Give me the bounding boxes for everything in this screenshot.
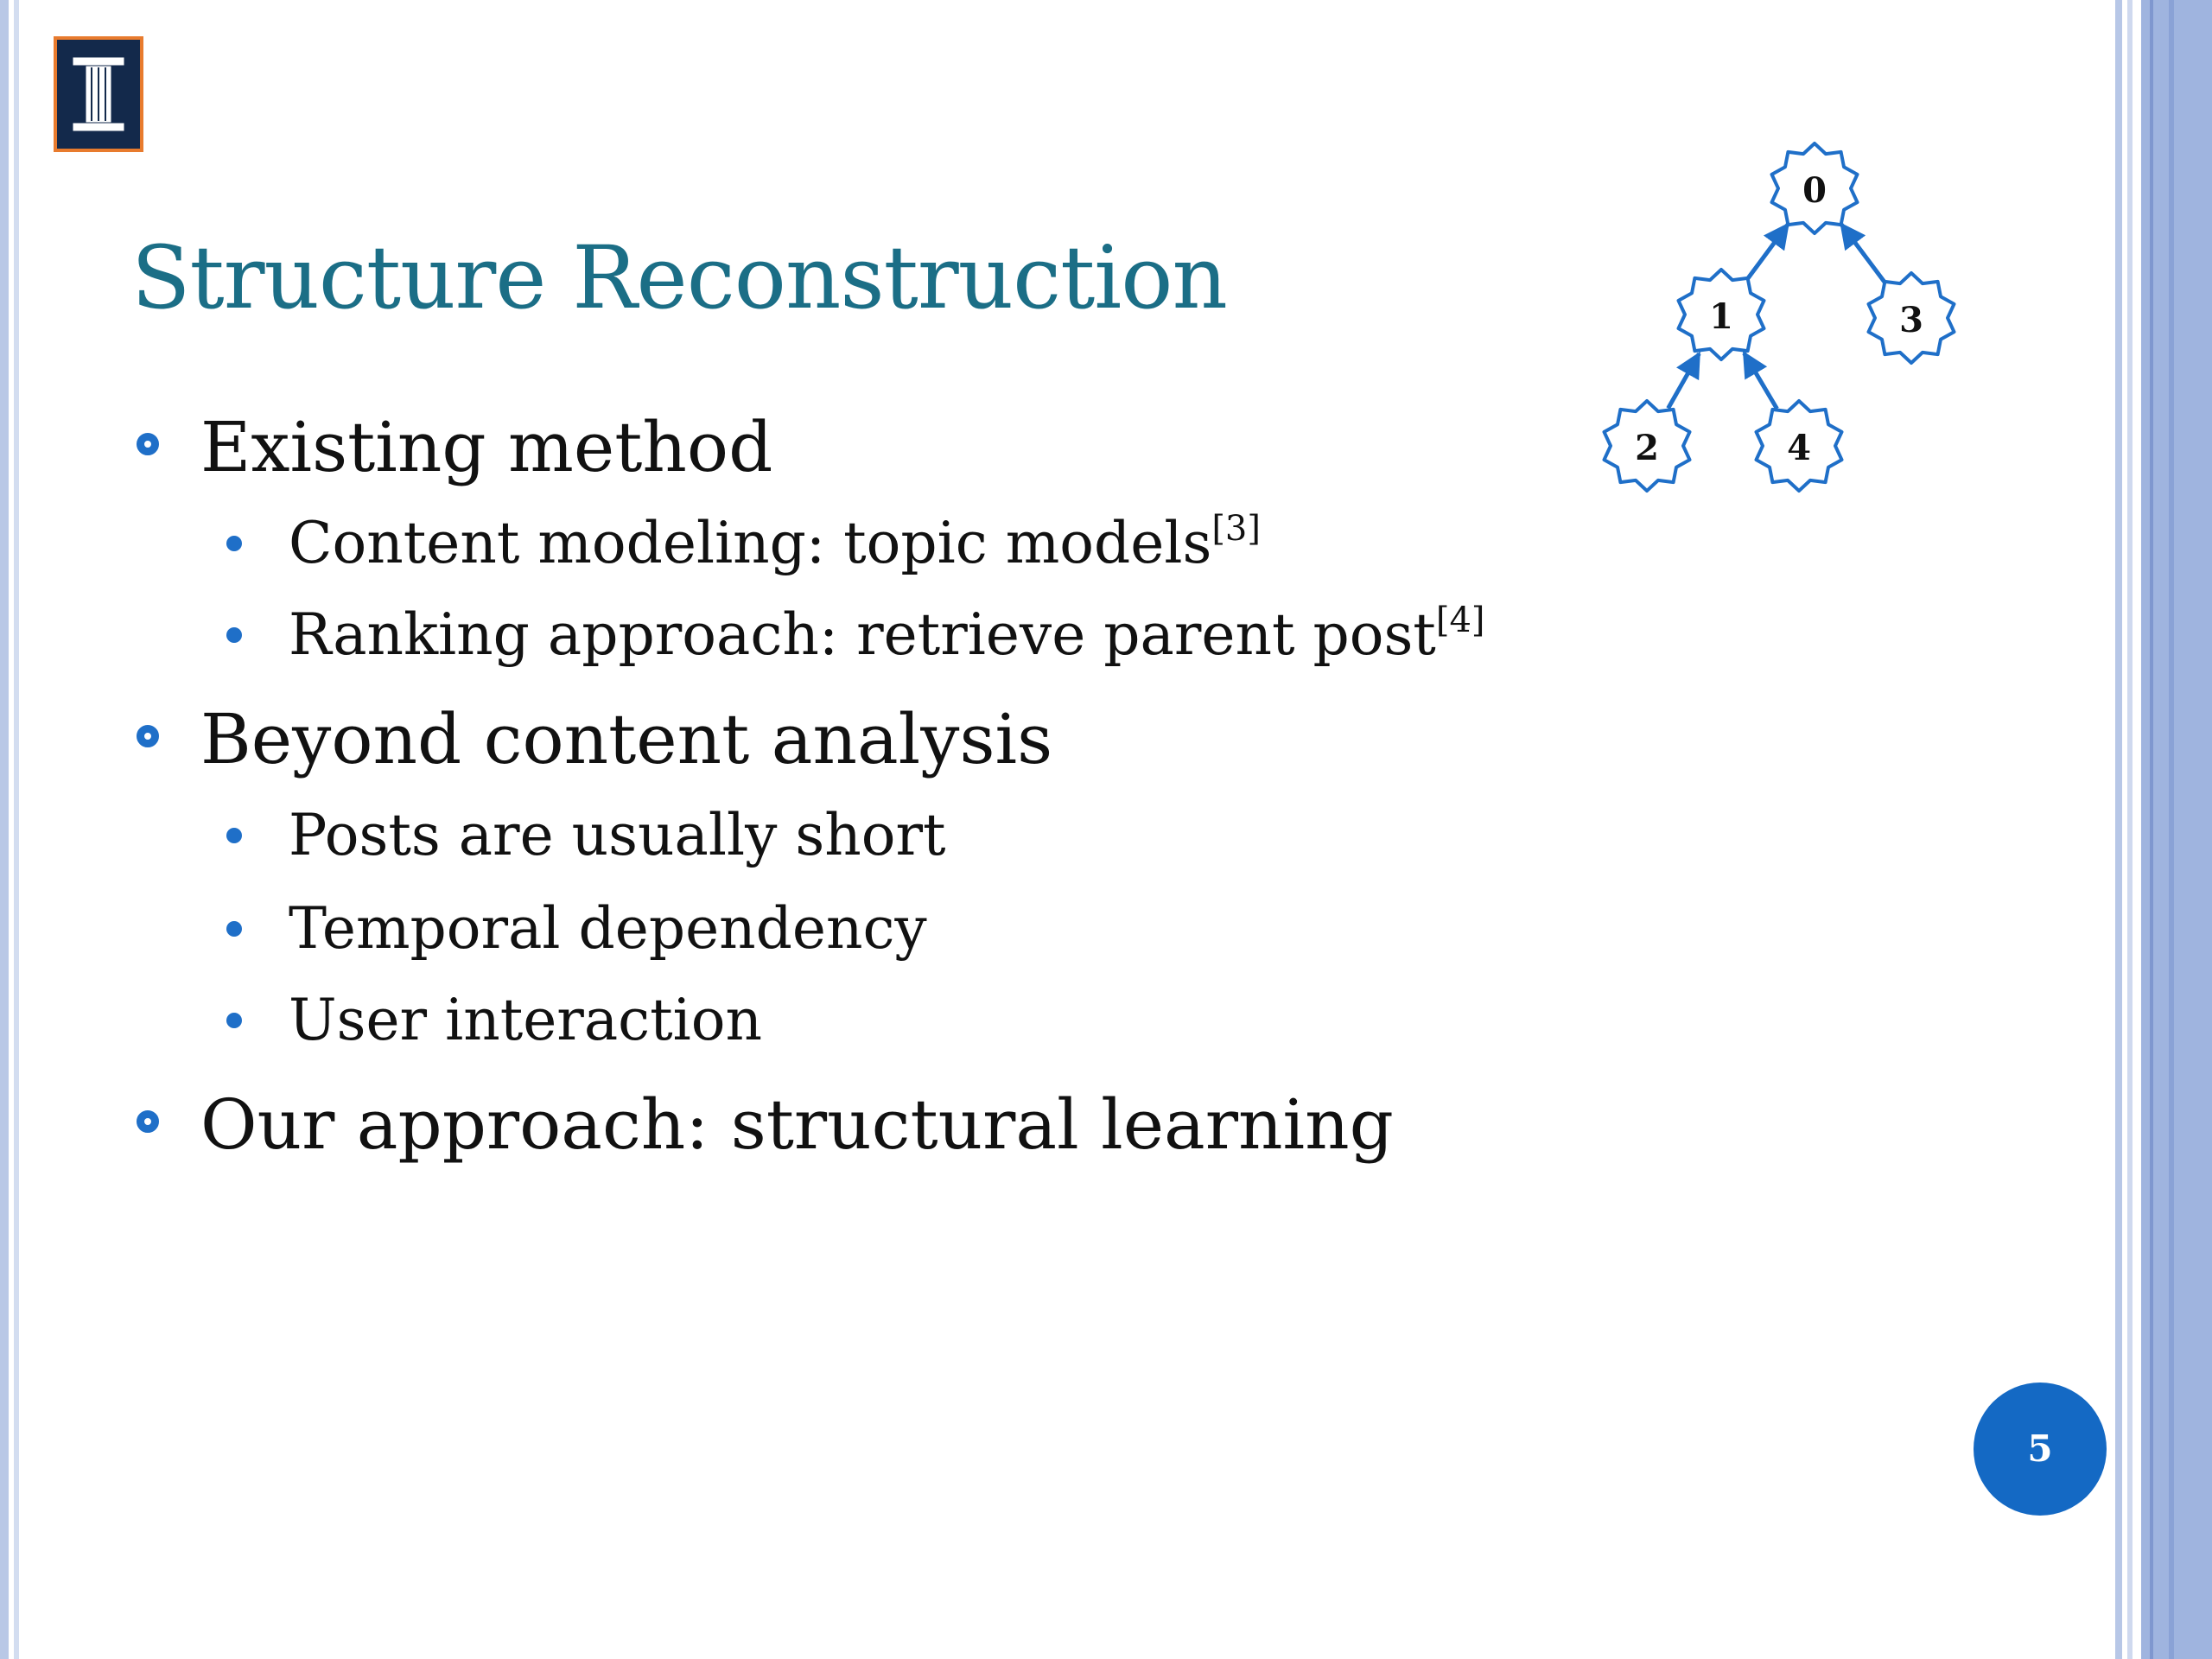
dot-bullet-icon	[226, 921, 242, 937]
bullet-text: Our approach: structural learning	[200, 1084, 1394, 1165]
edge-4-to-1	[1742, 351, 1779, 410]
dot-bullet-icon	[226, 1013, 242, 1028]
node-label: 2	[1635, 428, 1659, 468]
edge-3-to-0	[1840, 222, 1888, 285]
dot-bullet-icon	[226, 536, 242, 551]
sub-bullet-text: Ranking approach: retrieve parent post	[289, 601, 1436, 668]
node-star-shape	[1676, 268, 1766, 361]
ring-bullet-icon	[137, 1110, 159, 1133]
university-logo	[54, 36, 143, 152]
tree-node-1: 1	[1676, 268, 1766, 361]
tree-node-4: 4	[1754, 399, 1844, 493]
node-star-shape	[1770, 142, 1859, 235]
tree-node-3: 3	[1866, 271, 1956, 365]
ring-bullet-icon	[137, 433, 159, 455]
citation-ref: [4]	[1435, 601, 1485, 640]
dot-bullet-icon	[226, 828, 242, 843]
node-label: 1	[1709, 296, 1733, 337]
ring-bullet-icon	[137, 725, 159, 747]
bullet-text: Beyond content analysis	[200, 699, 1053, 779]
edge-1-to-0	[1745, 222, 1790, 282]
left-border-inner	[14, 0, 19, 1659]
node-label: 4	[1787, 428, 1811, 468]
sub-bullet-text: Content modeling: topic models	[289, 510, 1212, 576]
tree-node-0: 0	[1770, 142, 1859, 235]
node-label: 3	[1899, 300, 1923, 340]
left-border-outer	[0, 0, 9, 1659]
block-i-icon	[72, 56, 125, 132]
node-star-shape	[1602, 399, 1692, 493]
sub-bullet-text: Temporal dependency	[289, 895, 927, 962]
slide-title: Structure Reconstruction	[131, 227, 1228, 328]
tree-node-2: 2	[1602, 399, 1692, 493]
bullet-text: Existing method	[200, 407, 773, 487]
citation-ref: [3]	[1211, 509, 1261, 549]
right-border-band	[2115, 0, 2212, 1659]
sub-bullet-text: User interaction	[289, 987, 763, 1053]
edge-2-to-1	[1666, 351, 1701, 410]
node-star-shape	[1866, 271, 1956, 365]
page-number-badge: 5	[1974, 1382, 2107, 1516]
node-star-shape	[1754, 399, 1844, 493]
dot-bullet-icon	[226, 627, 242, 643]
sub-bullet-text: Posts are usually short	[289, 802, 946, 868]
node-label: 0	[1802, 170, 1827, 211]
thread-tree-diagram: 0 1 2 3 4	[1602, 142, 1956, 493]
